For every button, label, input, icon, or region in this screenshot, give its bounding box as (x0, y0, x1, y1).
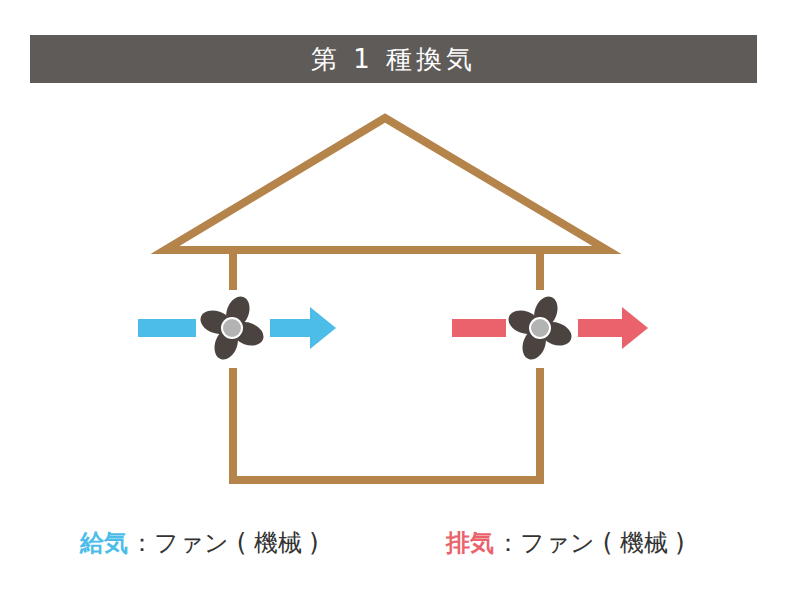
fan-label: ：ファン ( 機械 ) (130, 528, 319, 558)
exhaust-label: 排気 (446, 528, 494, 558)
house-outline (165, 118, 607, 480)
exhaust-fan (505, 293, 575, 363)
title-band: 第 1 種換気 (30, 35, 757, 83)
fan-label: ：ファン ( 機械 ) (496, 528, 685, 558)
supply-fan (197, 293, 267, 363)
supply-label: 給気 (80, 528, 128, 558)
title: 第 1 種換気 (30, 35, 757, 83)
